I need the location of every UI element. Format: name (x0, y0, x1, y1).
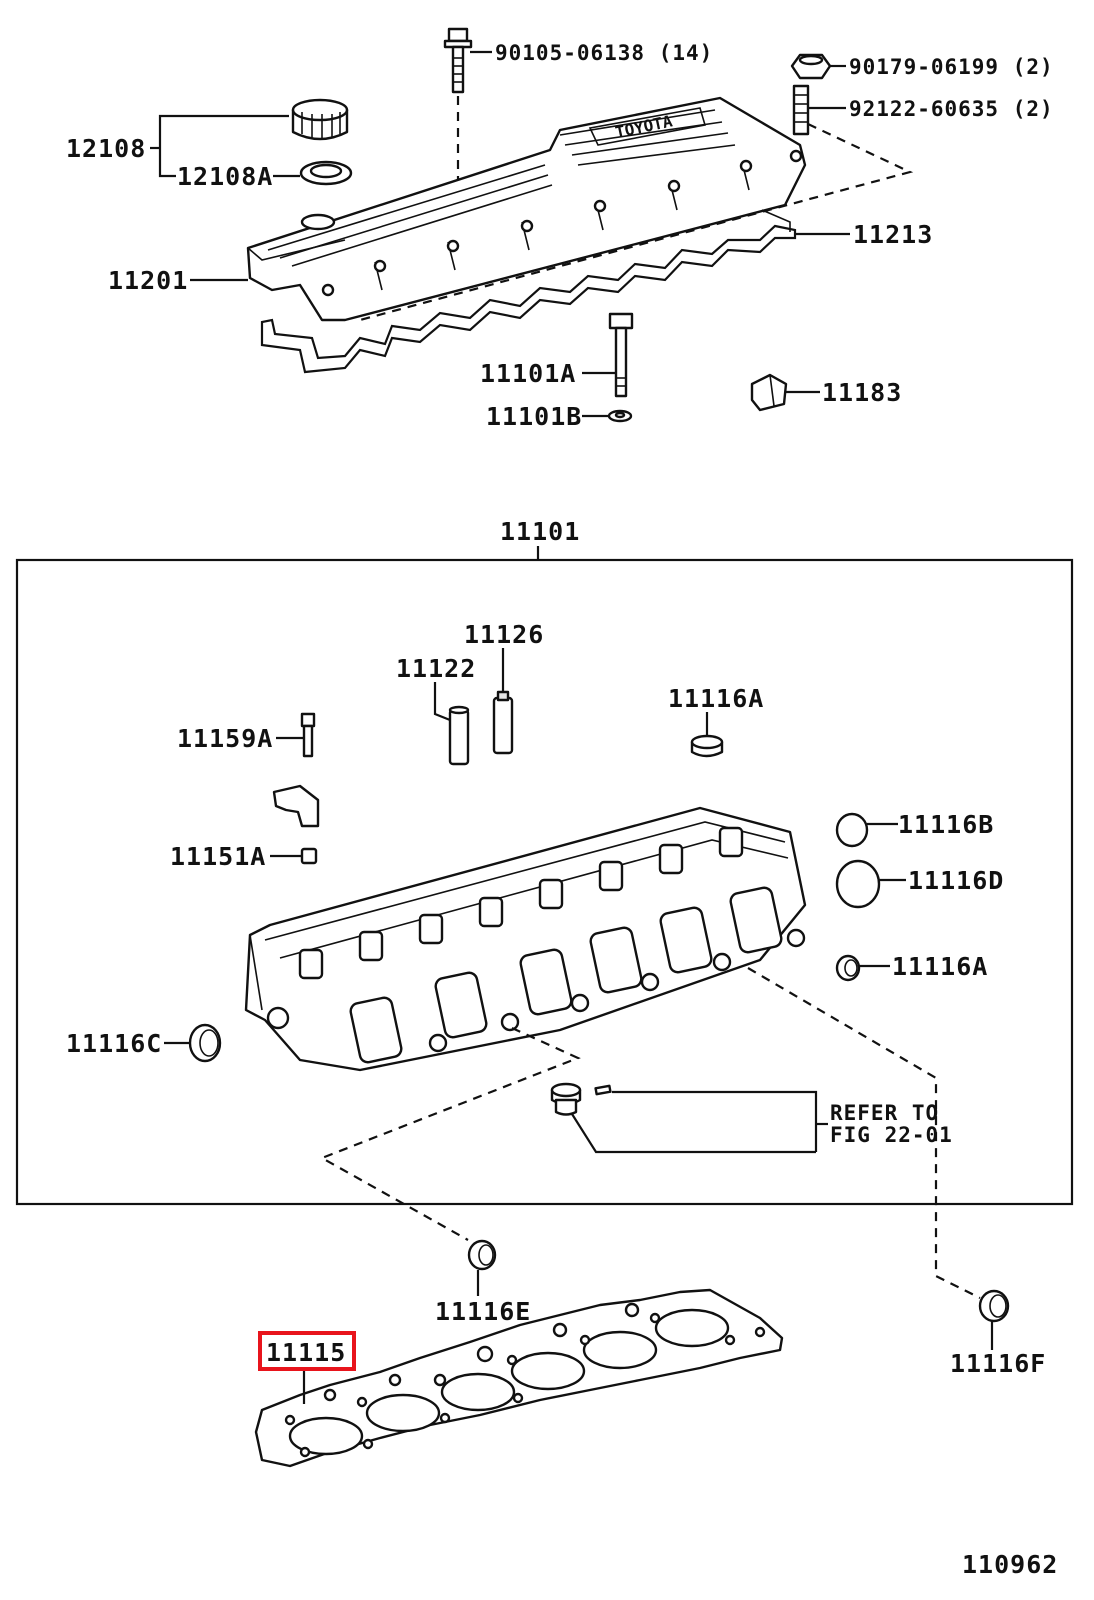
label-11101a: 11101A (480, 359, 576, 388)
label-11116b: 11116B (898, 810, 994, 839)
leader-11122 (433, 682, 451, 722)
label-11116a-right: 11116A (892, 952, 988, 981)
bolt-90105-icon (443, 27, 473, 94)
plug-11116a-right-icon (835, 954, 861, 982)
label-refer-line1: REFER TO (830, 1101, 939, 1125)
plug-11116a-top-icon (690, 734, 724, 758)
label-11101b: 11101B (486, 402, 582, 431)
label-11101: 11101 (500, 517, 580, 546)
leader-refer-upper (612, 1090, 818, 1152)
valve-guide-11126-icon (492, 690, 514, 755)
label-90105: 90105-06138 (14) (495, 41, 713, 65)
dash-to-11116e (319, 1026, 581, 1241)
bushing-11151a-icon (300, 847, 318, 865)
label-11116a-top: 11116A (668, 684, 764, 713)
label-11116d: 11116D (908, 866, 1004, 895)
label-refer-line2: FIG 22-01 (830, 1123, 953, 1147)
plug-11116b-icon (835, 812, 869, 848)
plug-11116d-icon (835, 859, 881, 909)
plug-11116e-icon (467, 1239, 497, 1271)
label-11201: 11201 (108, 266, 188, 295)
plug-refer-icon (550, 1082, 582, 1116)
label-12108: 12108 (66, 134, 146, 163)
oil-filler-cap-icon (291, 98, 349, 141)
seal-plug-11183-icon (750, 373, 788, 412)
label-11151a: 11151A (170, 842, 266, 871)
cylinder-head-assembly-box (15, 558, 1074, 1206)
label-11183: 11183 (822, 378, 902, 407)
label-92122: 92122-60635 (2) (849, 97, 1054, 121)
cap-gasket-icon (299, 160, 353, 186)
label-11213: 11213 (853, 220, 933, 249)
stud-92122-icon (792, 84, 810, 136)
label-11159a: 11159A (177, 724, 273, 753)
stud-dash-line (359, 123, 914, 322)
label-11116f: 11116F (950, 1349, 1046, 1378)
cylinder-head-icon (244, 806, 807, 1072)
dash-to-11116f (747, 967, 981, 1299)
stud-11159a-icon (300, 712, 316, 758)
pin-refer-icon (594, 1084, 612, 1096)
nut-90179-icon (790, 53, 832, 80)
label-12108a: 12108A (177, 162, 273, 191)
bracket-icon (272, 784, 320, 828)
cylinder-head-gasket-icon (254, 1288, 784, 1468)
label-11122: 11122 (396, 654, 476, 683)
label-90179: 90179-06199 (2) (849, 55, 1054, 79)
plug-11116f-icon (978, 1289, 1010, 1323)
cover-gasket-icon (260, 224, 797, 374)
diagram-number: 110962 (962, 1550, 1058, 1579)
washer-11101b-icon (607, 409, 633, 423)
leader-refer-lower (571, 1113, 816, 1154)
leader-12108 (158, 114, 289, 178)
label-11115[interactable]: 11115 (266, 1338, 346, 1367)
label-11126: 11126 (464, 620, 544, 649)
cover-gasket-tail (761, 209, 791, 232)
label-11116e: 11116E (435, 1297, 531, 1326)
plug-11116c-icon (188, 1023, 222, 1063)
valve-guide-11122-icon (448, 705, 470, 766)
label-11116c: 11116C (66, 1029, 162, 1058)
bolt-11101a-icon (608, 312, 634, 398)
cylinder-head-cover-icon: TOYOTA (246, 96, 807, 322)
highlight-box-11115 (258, 1331, 356, 1371)
